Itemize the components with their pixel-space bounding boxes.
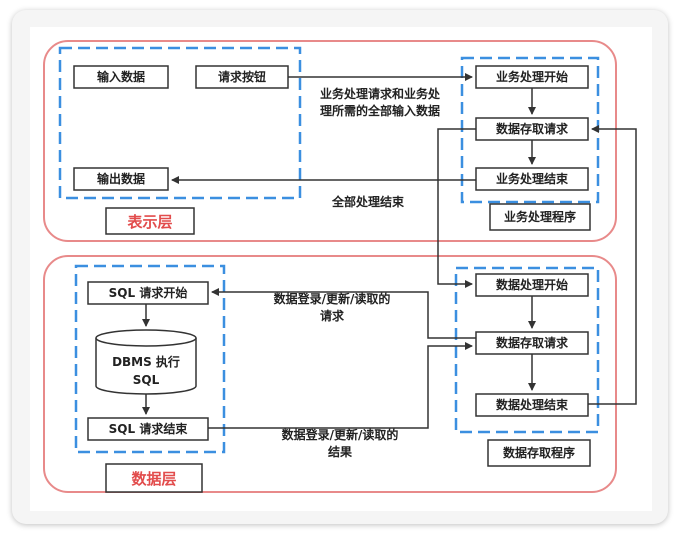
- dbms-database-icon: [95, 329, 197, 395]
- sql-end-to-access-request-arrow: [208, 342, 473, 429]
- access-start-label: 数据处理开始: [496, 277, 568, 292]
- sql-start-label: SQL 请求开始: [109, 285, 188, 300]
- sql-end-box: [87, 417, 209, 441]
- presentation-layer-group: [58, 46, 302, 200]
- presentation-layer-title-box: [105, 207, 195, 235]
- business-request-to-access-start-arrow: [437, 128, 476, 288]
- request-note-line1: 业务处理请求和业务处: [320, 86, 441, 101]
- access-program-title: 数据存取程序: [503, 445, 575, 460]
- data-layer-group: [74, 264, 226, 454]
- data-layer-frame: [43, 255, 617, 493]
- data-layer-title-box: [105, 463, 203, 493]
- sql-start-box: [87, 281, 209, 305]
- sql-request-note-line2: 请求: [320, 308, 345, 323]
- business-end-box: [475, 167, 589, 191]
- dbms-label-line1: DBMS 执行: [112, 354, 180, 369]
- access-program-title-box: [487, 439, 591, 467]
- access-program-group: [454, 266, 600, 434]
- access-request-label: 数据存取请求: [496, 335, 569, 350]
- input-data-box: [73, 65, 169, 89]
- dbms-label-line2: SQL: [133, 373, 160, 387]
- request-button-label: 请求按钮: [218, 69, 266, 84]
- access-end-to-business-request-arrow: [588, 125, 637, 405]
- all-done-note: 全部处理结束: [331, 194, 405, 209]
- access-request-to-sql-start-arrow: [211, 288, 476, 339]
- sql-result-note-line2: 结果: [328, 444, 352, 459]
- business-end-label: 业务处理结束: [496, 171, 569, 186]
- data-layer-title: 数据层: [131, 470, 176, 488]
- business-access-request-label: 数据存取请求: [496, 121, 569, 136]
- input-data-label: 输入数据: [97, 69, 145, 84]
- sql-request-note-line1: 数据登录/更新/读取的: [274, 291, 391, 306]
- business-program-title-box: [489, 203, 591, 231]
- business-start-label: 业务处理开始: [496, 69, 568, 84]
- access-end-label: 数据处理结束: [496, 397, 569, 412]
- presentation-layer-frame: [43, 40, 617, 242]
- access-end-box: [475, 393, 589, 417]
- output-data-box: [73, 167, 169, 191]
- sql-result-note-line1: 数据登录/更新/读取的: [282, 427, 399, 442]
- output-data-label: 输出数据: [97, 171, 145, 186]
- sql-end-label: SQL 请求结束: [109, 421, 189, 436]
- presentation-layer-title: 表示层: [127, 213, 172, 231]
- business-program-title: 业务处理程序: [504, 209, 576, 224]
- request-note-line2: 理所需的全部输入数据: [320, 103, 440, 118]
